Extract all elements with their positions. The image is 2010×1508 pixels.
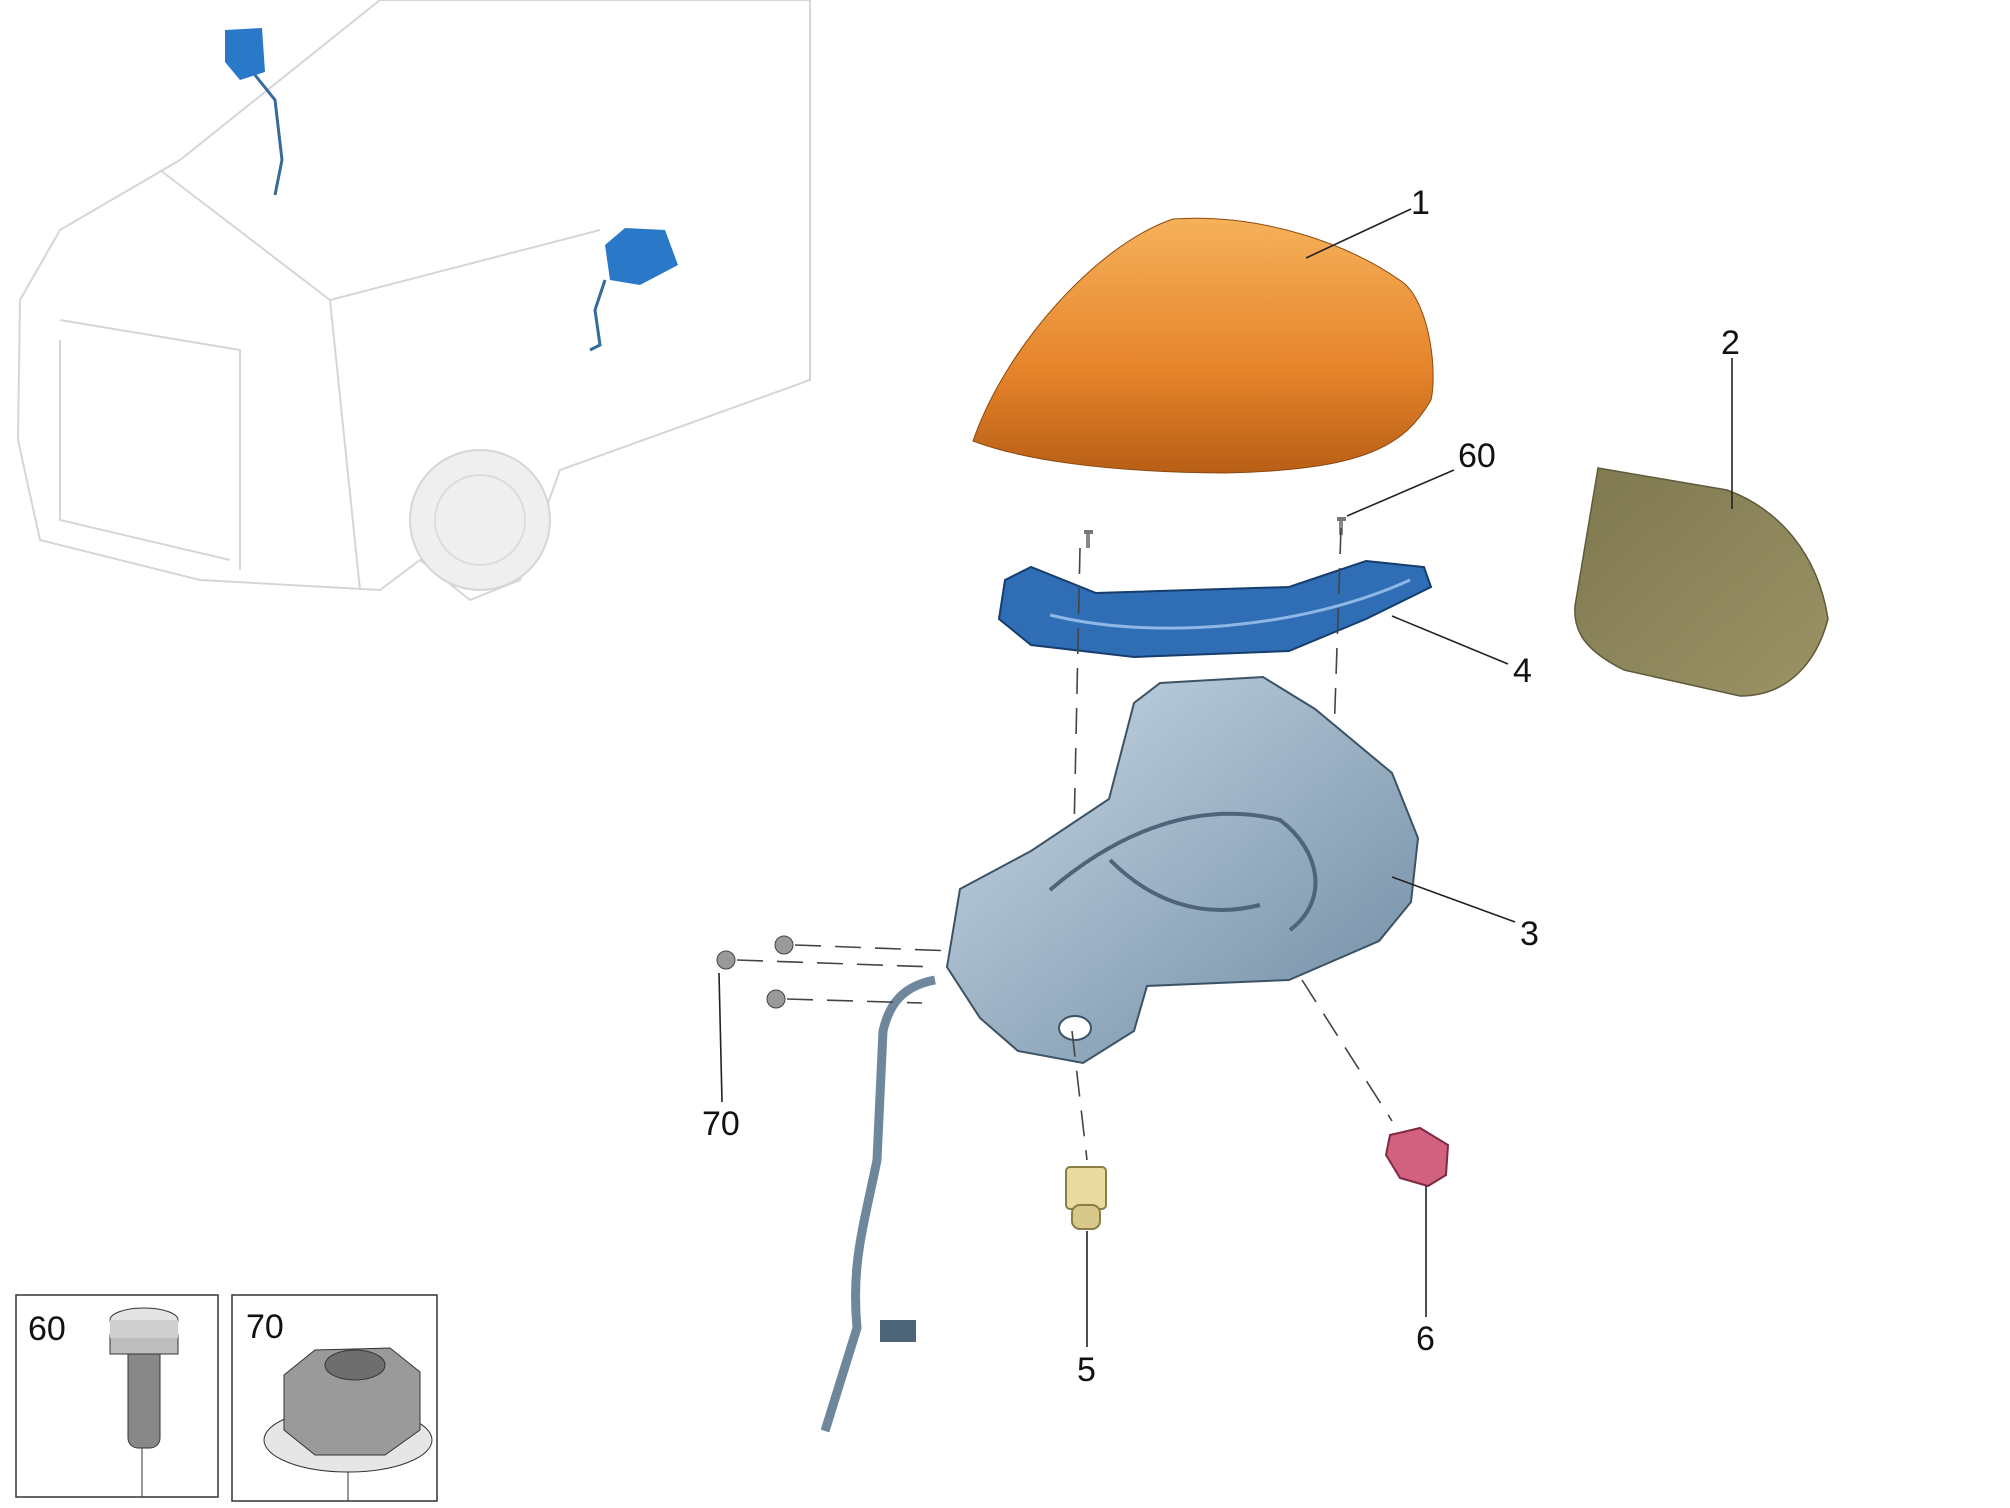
callout-2[interactable]: 2 (1721, 324, 1740, 362)
callout-4[interactable]: 4 (1513, 652, 1532, 690)
connector-icon (880, 1320, 916, 1342)
wiring-harness (820, 975, 936, 1433)
part-6[interactable] (1384, 1126, 1450, 1188)
inset-screw-label: 60 (28, 1310, 66, 1348)
callout-60[interactable]: 60 (1458, 437, 1496, 475)
inset-screw: 60 (15, 1294, 219, 1498)
inset-nut-label: 70 (246, 1308, 284, 1346)
vehicle-overview (16, 0, 811, 602)
part-5[interactable] (1065, 1166, 1107, 1230)
car-left-mirror-icon (225, 28, 265, 80)
mirror-glass[interactable] (1574, 467, 1829, 697)
callout-1[interactable]: 1 (1411, 184, 1430, 222)
callout-5[interactable]: 5 (1077, 1351, 1096, 1389)
mirror-cover[interactable] (972, 217, 1434, 474)
nut-icon (716, 935, 794, 1009)
mirror-housing[interactable] (945, 675, 1420, 1065)
screw-icon (1084, 517, 1346, 548)
callout-6[interactable]: 6 (1416, 1320, 1435, 1358)
turn-signal-indicator[interactable] (997, 559, 1433, 659)
inset-nut: 70 (231, 1294, 438, 1502)
callout-3[interactable]: 3 (1520, 915, 1539, 953)
car-right-mirror-icon (605, 228, 678, 285)
callout-70[interactable]: 70 (702, 1105, 740, 1143)
